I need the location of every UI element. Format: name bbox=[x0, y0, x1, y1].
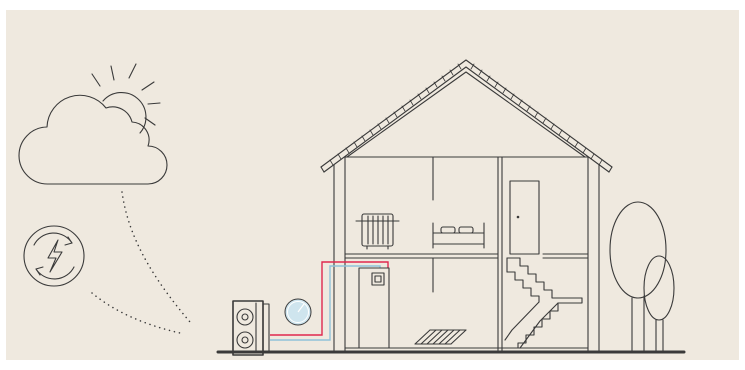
floor-heating-icon bbox=[414, 329, 467, 345]
tree-icon bbox=[609, 201, 675, 353]
meter-icon bbox=[284, 298, 312, 326]
cloud-sun-icon bbox=[18, 63, 168, 185]
staircase-icon bbox=[504, 257, 583, 349]
renewable-energy-icon bbox=[23, 225, 85, 287]
pipes bbox=[270, 261, 389, 341]
indoor-tank-icon bbox=[358, 267, 390, 349]
background-panel bbox=[6, 10, 739, 360]
energy-path-sky bbox=[121, 191, 191, 323]
house bbox=[320, 59, 613, 353]
energy-path-renewable bbox=[91, 292, 181, 334]
door-icon bbox=[509, 180, 540, 255]
bed-icon bbox=[432, 222, 485, 249]
radiator-icon bbox=[355, 213, 400, 250]
heat-pump-unit-icon bbox=[232, 300, 270, 356]
